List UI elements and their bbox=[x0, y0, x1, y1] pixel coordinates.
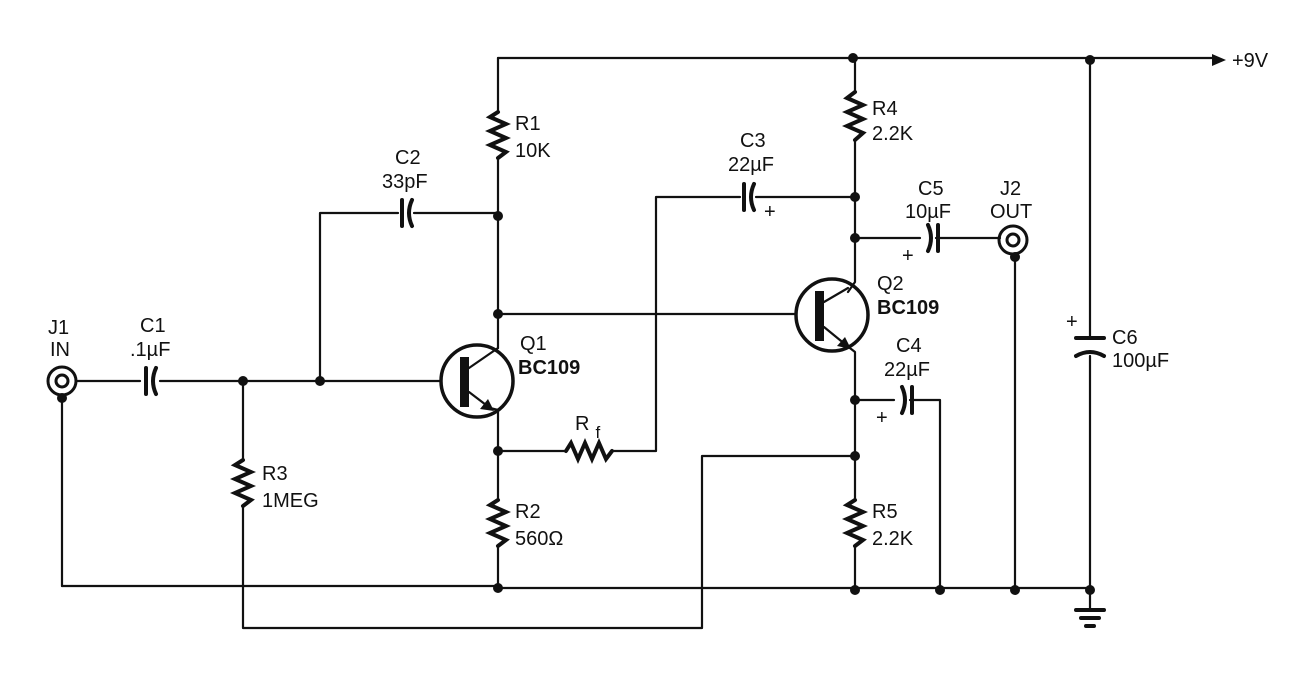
supply-arrow bbox=[1212, 54, 1226, 66]
r2-resistor-icon bbox=[485, 498, 511, 548]
c5-capacitor-icon bbox=[926, 223, 940, 253]
r5-resistor-icon bbox=[842, 498, 868, 548]
ground-rail bbox=[60, 584, 1092, 590]
c5-polarity-mark: + bbox=[902, 245, 914, 267]
r4-value-label: 2.2K bbox=[872, 123, 914, 145]
rf-ref-sub: f bbox=[595, 423, 600, 442]
c5-value-label: 10µF bbox=[905, 201, 951, 223]
q2-part-label: BC109 bbox=[877, 297, 939, 319]
q1-ref-label: Q1 bbox=[520, 333, 547, 355]
c6-value-label: 100µF bbox=[1112, 350, 1169, 372]
c3-polarity-mark: + bbox=[764, 201, 776, 223]
c4-wire bbox=[853, 398, 942, 592]
c3-ref-label: C3 bbox=[740, 130, 766, 152]
c1-capacitor-icon bbox=[144, 366, 158, 396]
wires bbox=[60, 54, 1226, 630]
r4-resistor-icon bbox=[842, 90, 868, 142]
r5-value-label: 2.2K bbox=[872, 528, 914, 550]
r1-value-label: 10K bbox=[515, 140, 551, 162]
rf-wire bbox=[496, 195, 857, 453]
r2-ref-label: R2 bbox=[515, 501, 541, 523]
c1-ref-label: C1 bbox=[140, 315, 166, 337]
c3-capacitor-icon bbox=[742, 182, 756, 212]
r4-bottom-wire bbox=[846, 138, 857, 294]
c4-value-label: 22µF bbox=[884, 359, 930, 381]
rf-resistor-icon bbox=[564, 438, 614, 464]
j1-jack-icon bbox=[46, 365, 78, 403]
r3-value-label: 1MEG bbox=[262, 490, 319, 512]
labels: +9V J1 IN J2 OUT C1 .1µF C2 33pF C3 22µF… bbox=[48, 50, 1269, 550]
c4-polarity-mark: + bbox=[876, 407, 888, 429]
j1-text-label: IN bbox=[50, 339, 70, 361]
r3-ref-label: R3 bbox=[262, 463, 288, 485]
r4-ref-label: R4 bbox=[872, 98, 898, 120]
j2-text-label: OUT bbox=[990, 201, 1032, 223]
r5-ref-label: R5 bbox=[872, 501, 898, 523]
q2-transistor-icon bbox=[794, 277, 870, 353]
c3-value-label: 22µF bbox=[728, 154, 774, 176]
q2-emitter-wire bbox=[844, 343, 857, 502]
r3-resistor-icon bbox=[230, 458, 256, 508]
c4-capacitor-icon bbox=[900, 385, 914, 415]
c1-value-label: .1µF bbox=[130, 339, 170, 361]
rf-ref-main: R bbox=[575, 413, 589, 435]
r3-wire bbox=[241, 379, 857, 630]
q1-part-label: BC109 bbox=[518, 357, 580, 379]
q1-transistor-icon bbox=[439, 343, 515, 419]
q2-ref-label: Q2 bbox=[877, 273, 904, 295]
c2-ref-label: C2 bbox=[395, 147, 421, 169]
c6-ref-label: C6 bbox=[1112, 327, 1138, 349]
c4-ref-label: C4 bbox=[896, 335, 922, 357]
r1-resistor-icon bbox=[485, 110, 511, 160]
c5-ref-label: C5 bbox=[918, 178, 944, 200]
supply-label: +9V bbox=[1232, 50, 1269, 72]
junction-dots bbox=[238, 53, 1095, 595]
r1-ref-label: R1 bbox=[515, 113, 541, 135]
j1-ref-label: J1 bbox=[48, 317, 69, 339]
j2-jack-icon bbox=[997, 224, 1029, 262]
c2-loop-wire bbox=[318, 211, 500, 383]
r2-value-label: 560Ω bbox=[515, 528, 563, 550]
c2-capacitor-icon bbox=[400, 198, 414, 228]
c2-value-label: 33pF bbox=[382, 171, 428, 193]
j2-ref-label: J2 bbox=[1000, 178, 1021, 200]
ground-icon bbox=[1074, 608, 1106, 628]
c6-polarity-mark: + bbox=[1066, 311, 1078, 333]
c6-capacitor-icon bbox=[1074, 336, 1106, 358]
